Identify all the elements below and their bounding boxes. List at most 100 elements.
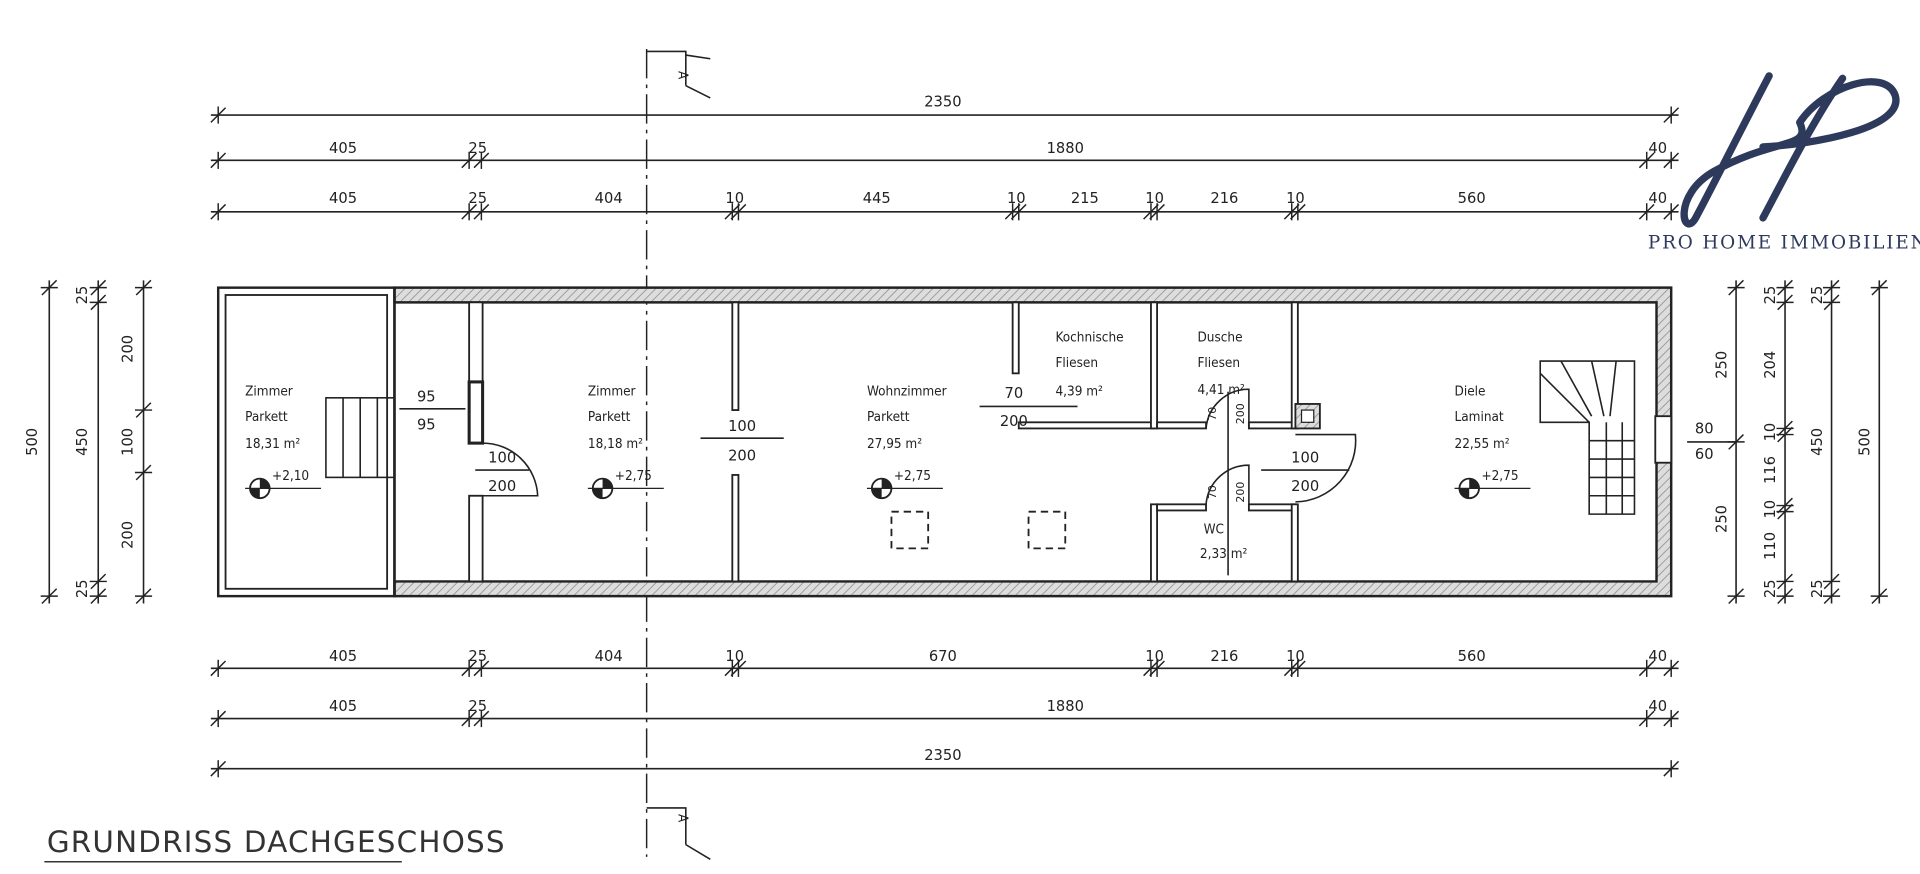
dimension-label: 200 xyxy=(120,335,137,363)
skylight-marker xyxy=(890,510,930,550)
dimension-label: 1880 xyxy=(1047,698,1084,715)
room-diele: Diele Laminat 22,55 m² +2,75 xyxy=(1453,384,1532,500)
dimension-label: 95 xyxy=(417,417,436,434)
window xyxy=(1654,415,1673,464)
dimension-label: 25 xyxy=(468,648,487,665)
dimension-label: 100 xyxy=(120,428,137,456)
dimension-label: 405 xyxy=(329,140,357,157)
walls xyxy=(216,286,1673,598)
room-kochnische: Kochnische Fliesen 4,39 m² xyxy=(1055,331,1123,400)
dimensions-right: 250 250 80 60 25 204 10 116 10 110 25 25… xyxy=(1687,279,1889,605)
dimension-label: Dusche xyxy=(1197,331,1242,346)
dimension-label: 116 xyxy=(1762,456,1779,484)
window-height: 60 xyxy=(1695,446,1714,463)
opening-labels: 95 95 100 200 100 200 70 200 100 200 70 … xyxy=(399,385,1350,503)
dimension-label: 200 xyxy=(1234,403,1247,424)
monogram-icon xyxy=(1680,72,1900,228)
dimensions-bottom: 405 25 404 10 670 10 216 10 560 40 405 2… xyxy=(210,648,1680,779)
dimensions-top: 2350 405 25 1880 40 405 25 404 10 445 10… xyxy=(210,93,1680,222)
level-mark: +2,75 xyxy=(1481,469,1518,484)
dimension-label: 200 xyxy=(1291,478,1319,495)
dimension-label: 216 xyxy=(1210,190,1238,207)
dimension-label: 4,39 m² xyxy=(1055,384,1103,399)
brand-name: PRO HOME IMMOBILIEN xyxy=(1648,232,1920,253)
dimension-label: 25 xyxy=(468,698,487,715)
room-dusche: Dusche Fliesen 4,41 m² xyxy=(1197,331,1245,399)
dimension-label: 560 xyxy=(1458,190,1486,207)
dimension-label: Kochnische xyxy=(1055,331,1123,346)
dimension-label: 4,41 m² xyxy=(1197,383,1245,398)
dimension-label: 405 xyxy=(329,190,357,207)
dimension-label: 25 xyxy=(1762,286,1779,305)
section-label-bottom: A xyxy=(674,814,689,823)
level-mark: +2,10 xyxy=(272,469,309,484)
dimension-label: 100 xyxy=(488,450,516,467)
dimension-label: 100 xyxy=(728,418,756,435)
room-wohnzimmer: Wohnzimmer Parkett 27,95 m² +2,75 xyxy=(866,384,947,500)
dimension-label: 450 xyxy=(1809,428,1826,456)
dimension-label: 10 xyxy=(1762,423,1779,442)
dimension-label: 10 xyxy=(1762,500,1779,519)
level-mark: +2,75 xyxy=(615,469,652,484)
dimension-label: 25 xyxy=(468,140,487,157)
dimension-label: 25 xyxy=(1809,579,1826,598)
level-mark: +2,75 xyxy=(894,469,931,484)
dimension-label: 110 xyxy=(1762,532,1779,560)
dimension-label: 2350 xyxy=(924,747,961,764)
dimension-label: 10 xyxy=(1145,648,1164,665)
section-line-a: A A xyxy=(645,48,711,860)
dimension-label: 500 xyxy=(24,428,41,456)
dimension-label: 40 xyxy=(1648,190,1667,207)
dimension-label: 10 xyxy=(725,190,744,207)
section-label-top: A xyxy=(674,71,689,80)
room-wc: WC 2,33 m² xyxy=(1200,523,1248,562)
dimension-label: 25 xyxy=(1762,579,1779,598)
dimension-label: 216 xyxy=(1210,648,1238,665)
dimension-label: 500 xyxy=(1856,428,1873,456)
stairs-left xyxy=(325,397,396,479)
dimension-label: Parkett xyxy=(588,410,631,425)
dimension-label: WC xyxy=(1204,523,1224,538)
skylight-marker xyxy=(1027,510,1067,550)
dimension-label: Zimmer xyxy=(245,384,293,399)
dimension-label: 70 xyxy=(1206,407,1219,421)
dimension-label: 200 xyxy=(120,521,137,549)
dimension-label: 10 xyxy=(725,648,744,665)
dimension-label: 404 xyxy=(595,648,623,665)
dimension-label: Zimmer xyxy=(588,384,636,399)
dimension-label: Fliesen xyxy=(1197,356,1240,371)
dimension-label: 215 xyxy=(1071,190,1099,207)
dimension-label: 25 xyxy=(74,579,91,598)
dimension-label: 204 xyxy=(1762,351,1779,379)
dimension-label: 250 xyxy=(1713,351,1730,379)
room-zimmer-1: Zimmer Parkett 18,31 m² +2,10 xyxy=(244,384,322,500)
dimension-label: 200 xyxy=(728,447,756,464)
dimension-label: 18,31 m² xyxy=(245,437,300,452)
dimension-label: 25 xyxy=(468,190,487,207)
dimension-label: 40 xyxy=(1648,698,1667,715)
dimension-label: 95 xyxy=(417,389,436,406)
dimension-label: 70 xyxy=(1206,485,1219,499)
dimension-label: 404 xyxy=(595,190,623,207)
dimension-label: 1880 xyxy=(1047,140,1084,157)
dimension-label: 40 xyxy=(1648,140,1667,157)
dimension-label: 445 xyxy=(863,190,891,207)
dimension-label: Parkett xyxy=(245,410,288,425)
dimension-label: 10 xyxy=(1286,648,1305,665)
dimension-label: 70 xyxy=(1005,385,1024,402)
company-logo: PRO HOME IMMOBILIEN xyxy=(1648,72,1920,253)
drawing-title: GRUNDRISS DACHGESCHOSS xyxy=(47,825,506,859)
dimension-label: 25 xyxy=(74,286,91,305)
dimension-label: 250 xyxy=(1713,505,1730,533)
dimension-label: 200 xyxy=(1234,482,1247,503)
room-zimmer-2: Zimmer Parkett 18,18 m² +2,75 xyxy=(586,384,665,500)
stairs-right xyxy=(1539,360,1636,515)
dimension-label: 22,55 m² xyxy=(1455,437,1510,452)
dimension-label: 560 xyxy=(1458,648,1486,665)
dimension-label: 10 xyxy=(1007,190,1026,207)
dimension-label: Fliesen xyxy=(1055,356,1098,371)
dimension-label: Laminat xyxy=(1455,410,1504,425)
dimension-label: 10 xyxy=(1286,190,1305,207)
dimension-label: 450 xyxy=(74,428,91,456)
